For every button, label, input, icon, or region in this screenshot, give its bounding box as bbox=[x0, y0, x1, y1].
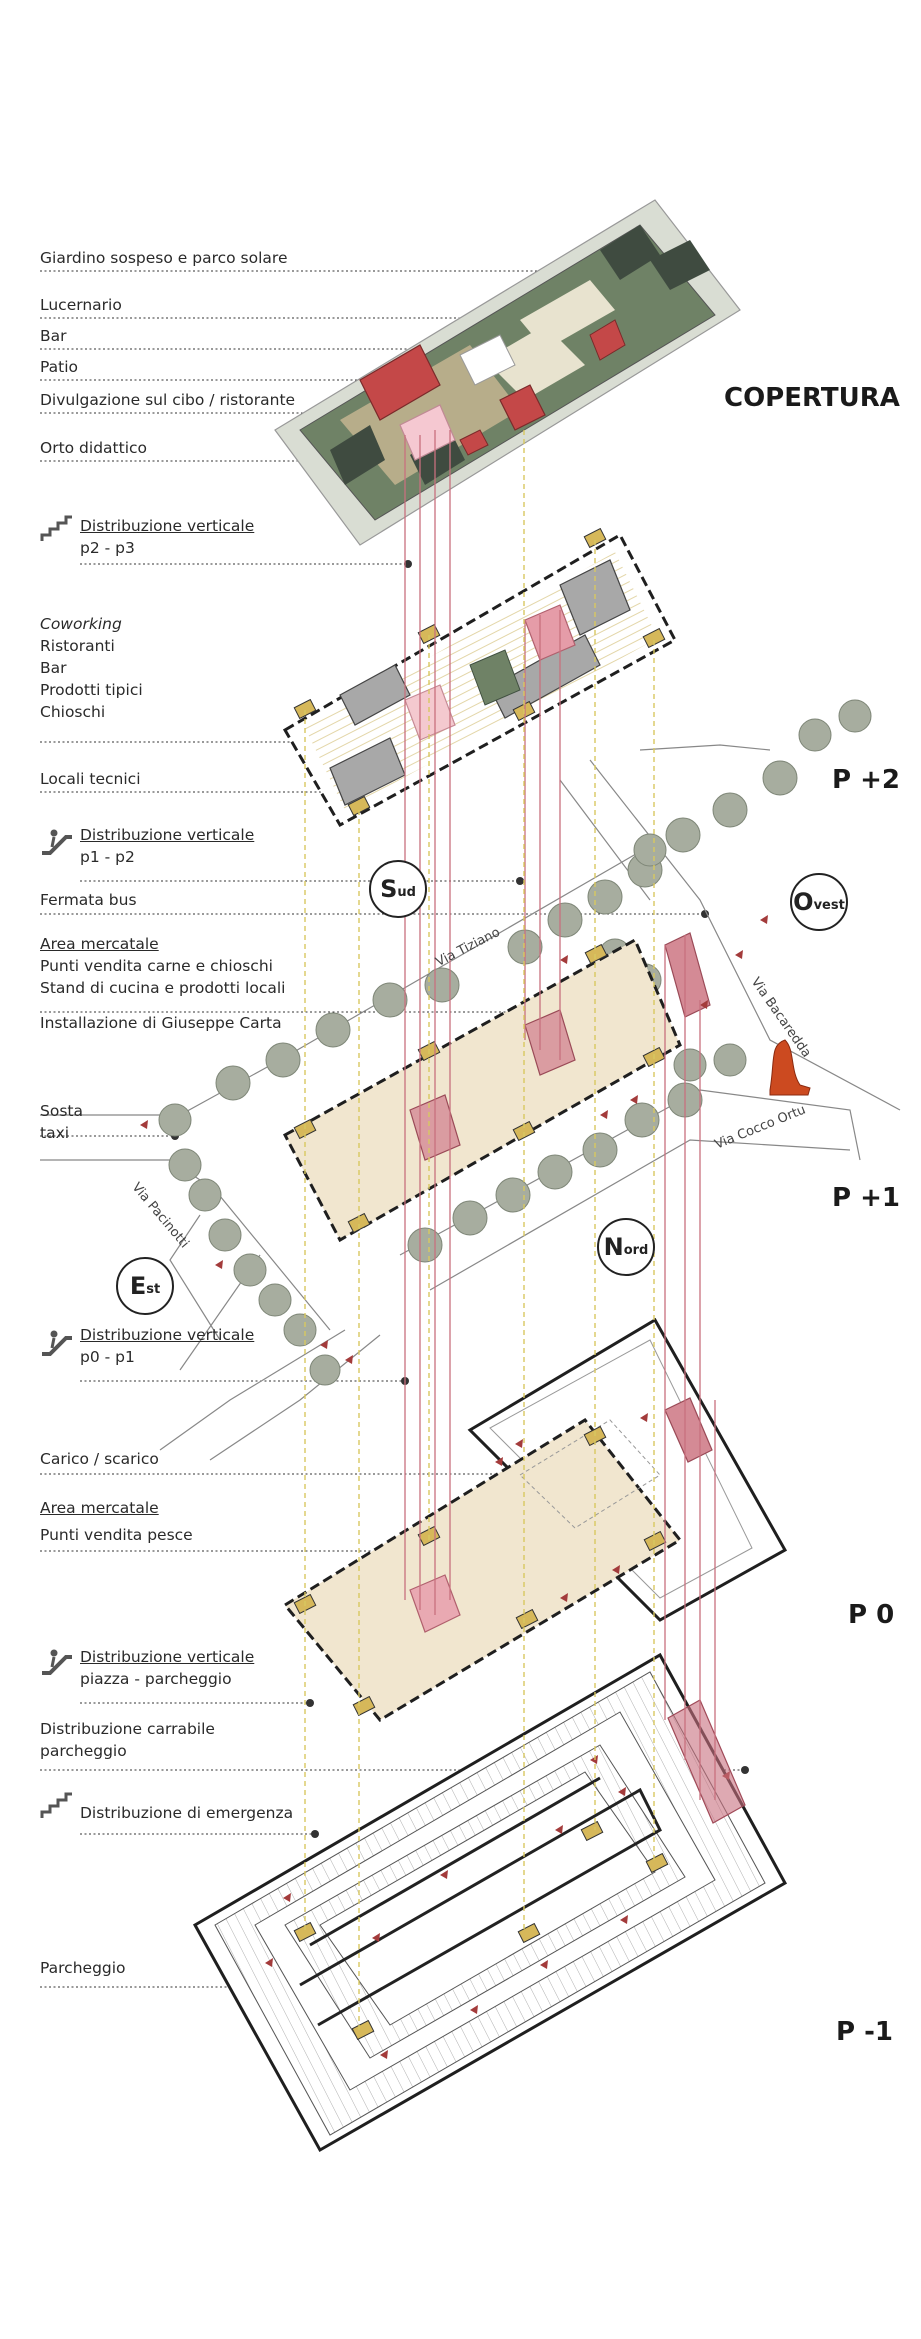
level-title-p2: P +2 bbox=[832, 765, 900, 795]
level-title-copertura: COPERTURA bbox=[724, 383, 900, 413]
sculpture-installation bbox=[769, 1039, 811, 1096]
label-sosta: Sosta bbox=[40, 1102, 83, 1120]
escalator-icon bbox=[42, 829, 72, 855]
label-dist-p1p2-sub: p1 - p2 bbox=[80, 848, 135, 866]
label-carico: Carico / scarico bbox=[40, 1450, 159, 1468]
label-dist-p2p3-sub: p2 - p3 bbox=[80, 539, 135, 557]
label-orto: Orto didattico bbox=[40, 439, 148, 457]
level-title-pm1: P -1 bbox=[836, 2017, 893, 2047]
label-dist-p0p1-title: Distribuzione verticale bbox=[80, 1326, 255, 1344]
stairs-icon bbox=[40, 1792, 72, 1818]
label-bar-p2: Bar bbox=[40, 659, 67, 677]
level-p1 bbox=[40, 699, 901, 1461]
label-taxi: taxi bbox=[40, 1124, 70, 1142]
level-p0 bbox=[282, 1317, 788, 1722]
label-patio: Patio bbox=[40, 358, 79, 376]
label-ristoranti: Ristoranti bbox=[40, 637, 115, 655]
label-punti-carne: Punti vendita carne e chioschi bbox=[40, 957, 273, 975]
label-carrabile-parcheggio: parcheggio bbox=[40, 1742, 127, 1760]
label-area-merc-p1: Area mercatale bbox=[40, 935, 159, 953]
label-parcheggio: Parcheggio bbox=[40, 1959, 126, 1977]
label-chioschi: Chioschi bbox=[40, 703, 106, 721]
label-dist-piazza-title: Distribuzione verticale bbox=[80, 1648, 255, 1666]
label-fermata: Fermata bus bbox=[40, 891, 137, 909]
level-roof bbox=[274, 199, 741, 546]
label-emergenza: Distribuzione di emergenza bbox=[80, 1804, 294, 1822]
escalator-icon bbox=[42, 1330, 72, 1356]
vertical-yellow-lines bbox=[304, 430, 655, 2030]
label-installazione: Installazione di Giuseppe Carta bbox=[40, 1014, 282, 1032]
level-parking bbox=[192, 1652, 788, 2153]
label-giardino: Giardino sospeso e parco solare bbox=[40, 249, 288, 267]
stairs-icon bbox=[40, 515, 72, 541]
label-carrabile: Distribuzione carrabile bbox=[40, 1720, 215, 1738]
label-area-merc-p0: Area mercatale bbox=[40, 1499, 159, 1517]
level-p2 bbox=[282, 527, 678, 828]
label-dist-p0p1-sub: p0 - p1 bbox=[80, 1348, 135, 1366]
label-locali: Locali tecnici bbox=[40, 770, 141, 788]
label-divulgazione: Divulgazione sul cibo / ristorante bbox=[40, 391, 296, 409]
level-title-p0: P 0 bbox=[848, 1600, 895, 1630]
escalator-icon bbox=[42, 1649, 72, 1675]
label-dist-piazza-sub: piazza - parcheggio bbox=[80, 1670, 232, 1688]
label-prodotti: Prodotti tipici bbox=[40, 681, 143, 699]
level-title-p1: P +1 bbox=[832, 1183, 900, 1213]
label-coworking: Coworking bbox=[40, 615, 122, 633]
label-dist-p2p3-title: Distribuzione verticale bbox=[80, 517, 255, 535]
label-dist-p1p2-title: Distribuzione verticale bbox=[80, 826, 255, 844]
label-punti-pesce: Punti vendita pesce bbox=[40, 1526, 193, 1544]
vertical-red-lines bbox=[404, 430, 716, 1800]
label-stand: Stand di cucina e prodotti locali bbox=[40, 979, 286, 997]
label-lucernario: Lucernario bbox=[40, 296, 122, 314]
label-bar-roof: Bar bbox=[40, 327, 67, 345]
